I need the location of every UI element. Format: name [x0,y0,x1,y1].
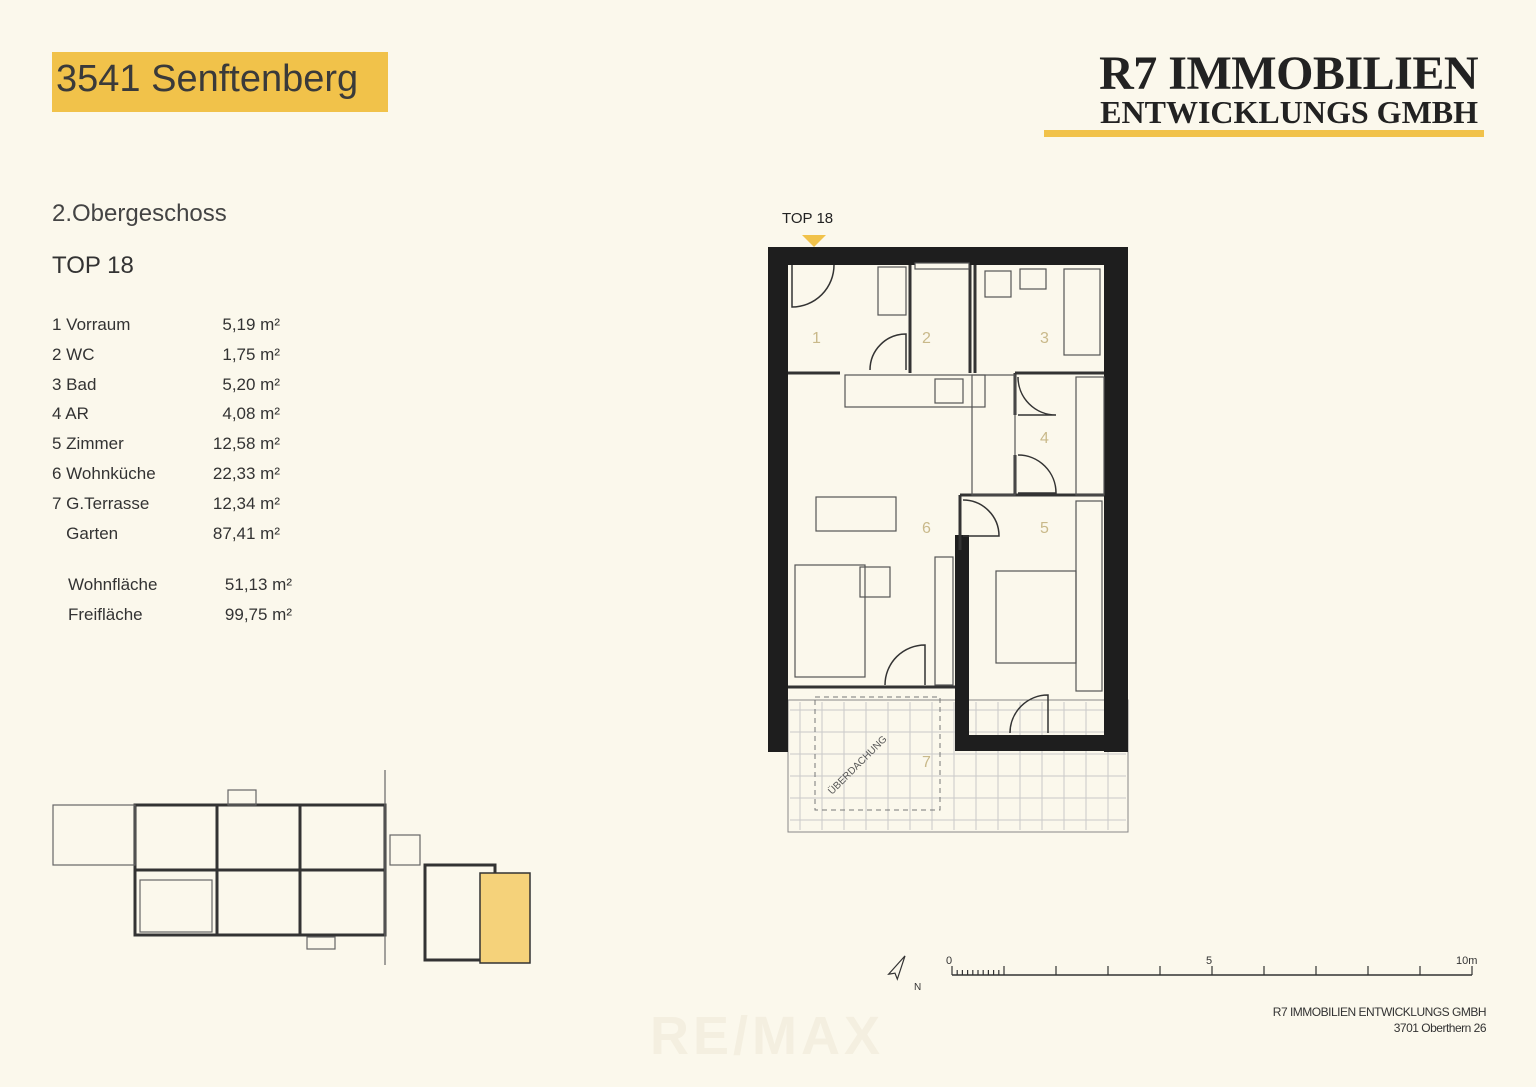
doors [791,264,1057,734]
room-area: 87,41 m² [212,523,280,543]
company-logo: R7 IMMOBILIEN ENTWICKLUNGS GMBH [1040,46,1490,142]
room-number: 1 [812,330,821,347]
room-name: 3 Bad [52,374,97,394]
room-row: 1 Vorraum 5,19 m² [52,315,312,345]
room-row: 6 Wohnküche 22,33 m² [52,464,312,494]
total-name: Wohnfläche [68,575,158,594]
footer-company: R7 IMMOBILIEN ENTWICKLUNGS GMBH [1272,1005,1487,1019]
total-row: Freifläche 99,75 m² [52,605,312,635]
room-list: 1 Vorraum 5,19 m² 2 WC 1,75 m² 3 Bad 5,20 m… [52,315,312,553]
unit-location-highlight [479,872,531,964]
room-numbers: 1 2 3 4 5 6 7 [812,330,1049,771]
room-name: 7 G.Terrasse [52,493,150,513]
room-area: 1,75 m² [222,344,280,364]
north-label: N [914,982,921,993]
interior-walls [788,265,1104,689]
footer-address: 3701 Oberthern 26 [1393,1021,1487,1035]
room-name: 6 Wohnküche [52,463,156,483]
scale-bar: N 0 5 10m [887,955,1477,993]
room-number: 2 [922,330,931,347]
entrance-marker [802,235,826,247]
room-number: 4 [1040,430,1049,447]
fixtures [794,262,1105,692]
site-plan [52,770,531,965]
room-row: 3 Bad 5,20 m² [52,375,312,405]
room-number: 3 [1040,330,1049,347]
room-row: Garten 87,41 m² [52,524,312,554]
total-row: Wohnfläche 51,13 m² [52,575,312,605]
location-title: 3541 Senftenberg [56,58,359,100]
room-row: 5 Zimmer 12,58 m² [52,434,312,464]
room-area: 12,58 m² [212,434,280,454]
unit-label: TOP 18 [52,252,134,279]
area-totals: Wohnfläche 51,13 m² Freifläche 99,75 m² [52,575,312,635]
room-row: 7 G.Terrasse 12,34 m² [52,494,312,524]
total-area: 99,75 m² [224,605,292,624]
room-area: 12,34 m² [212,493,280,513]
total-name: Freifläche [68,605,143,624]
walls [768,247,1128,752]
logo-line-1: R7 IMMOBILIEN [1099,47,1478,100]
logo-line-2: ENTWICKLUNGS GMBH [1100,94,1478,130]
room-name: 1 Vorraum [52,315,131,334]
scale-label: 5 [1206,955,1212,967]
room-name: 2 WC [52,344,95,364]
room-area: 4,08 m² [222,404,280,424]
scale-label: 0 [946,955,952,967]
north-arrow-icon [887,955,906,981]
logo-underline [1044,130,1484,137]
room-name: 5 Zimmer [52,434,124,454]
location-highlight [52,52,388,112]
room-name: 4 AR [52,404,89,424]
room-row: 4 AR 4,08 m² [52,404,312,434]
room-name: Garten [52,523,119,543]
floor-plan: TOP 18 [768,210,1129,833]
room-number: 5 [1040,520,1049,537]
room-number: 7 [922,754,931,771]
watermark: RE/MAX [650,1006,885,1066]
total-area: 51,13 m² [224,575,292,594]
room-area: 22,33 m² [212,463,280,483]
scale-label: 10m [1456,955,1477,967]
room-area: 5,19 m² [222,315,280,334]
floor-label: 2.Obergeschoss [52,200,227,227]
room-number: 6 [922,520,931,537]
room-area: 5,20 m² [222,374,280,394]
footer-address-block: R7 IMMOBILIEN ENTWICKLUNGS GMBH 3701 Obe… [1200,1004,1487,1036]
room-row: 2 WC 1,75 m² [52,345,312,375]
plan-top-label: TOP 18 [782,210,833,227]
